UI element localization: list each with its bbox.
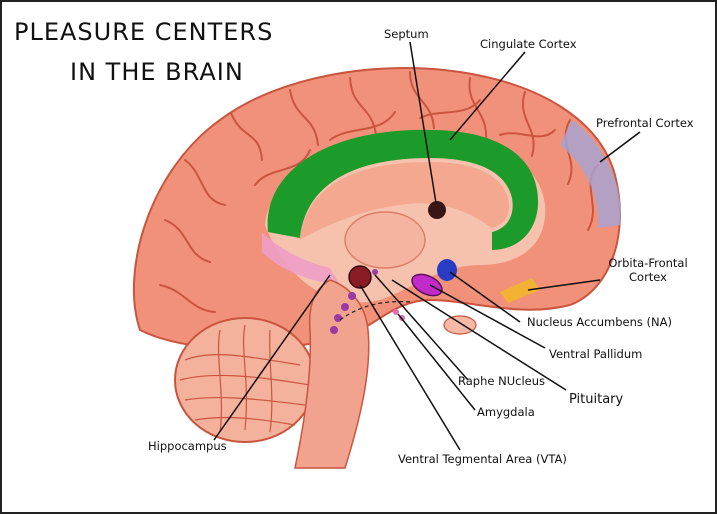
label-amygdala: Amygdala [477, 405, 535, 419]
label-hippocampus: Hippocampus [148, 439, 227, 453]
diagram-title-line2: IN THE BRAIN [70, 58, 244, 86]
pituitary-gland [443, 315, 477, 335]
leader-amygdala [397, 313, 476, 411]
label-ventral-pallidum: Ventral Pallidum [549, 347, 643, 361]
vta-region [348, 265, 372, 289]
leader-pituitary [391, 279, 567, 391]
cerebellum [174, 317, 316, 443]
label-nucleus-accumbens: Nucleus Accumbens (NA) [527, 315, 672, 329]
label-orbito-frontal: Orbita-Frontal Cortex [598, 256, 698, 284]
orbito-frontal-region [500, 278, 540, 303]
label-cingulate-cortex: Cingulate Cortex [480, 37, 577, 51]
leader-cingulate [449, 51, 526, 141]
label-prefrontal-cortex: Prefrontal Cortex [596, 116, 694, 130]
nucleus-accumbens-region [437, 259, 457, 281]
corpus-callosum [300, 162, 510, 240]
label-raphe-nucleus: Raphe NUcleus [458, 374, 545, 388]
brainstem [294, 279, 370, 469]
leader-septum [409, 41, 437, 204]
hippocampus-region [262, 232, 340, 285]
leader-hippocampus [213, 274, 331, 441]
label-orbito-frontal-line1: Orbita-Frontal [608, 256, 688, 270]
leader-pallidum [429, 284, 546, 349]
label-pituitary: Pituitary [569, 392, 624, 407]
prefrontal-cortex-region [560, 120, 621, 228]
leader-accumbens [449, 271, 521, 323]
leader-raphe [374, 274, 469, 381]
leader-lines [213, 41, 641, 451]
label-vta: Ventral Tegmental Area (VTA) [398, 452, 567, 466]
label-orbito-frontal-line2: Cortex [629, 270, 667, 284]
cingulate-cortex-region [267, 129, 539, 250]
leader-vta [359, 284, 461, 451]
dopamine-pathway [339, 300, 411, 321]
leader-orbito [527, 279, 601, 291]
label-septum: Septum [384, 27, 429, 41]
diagram-title-line1: PLEASURE CENTERS [14, 18, 274, 46]
septum-region [428, 201, 446, 219]
thalamus [344, 211, 426, 269]
leader-prefrontal [599, 131, 641, 163]
